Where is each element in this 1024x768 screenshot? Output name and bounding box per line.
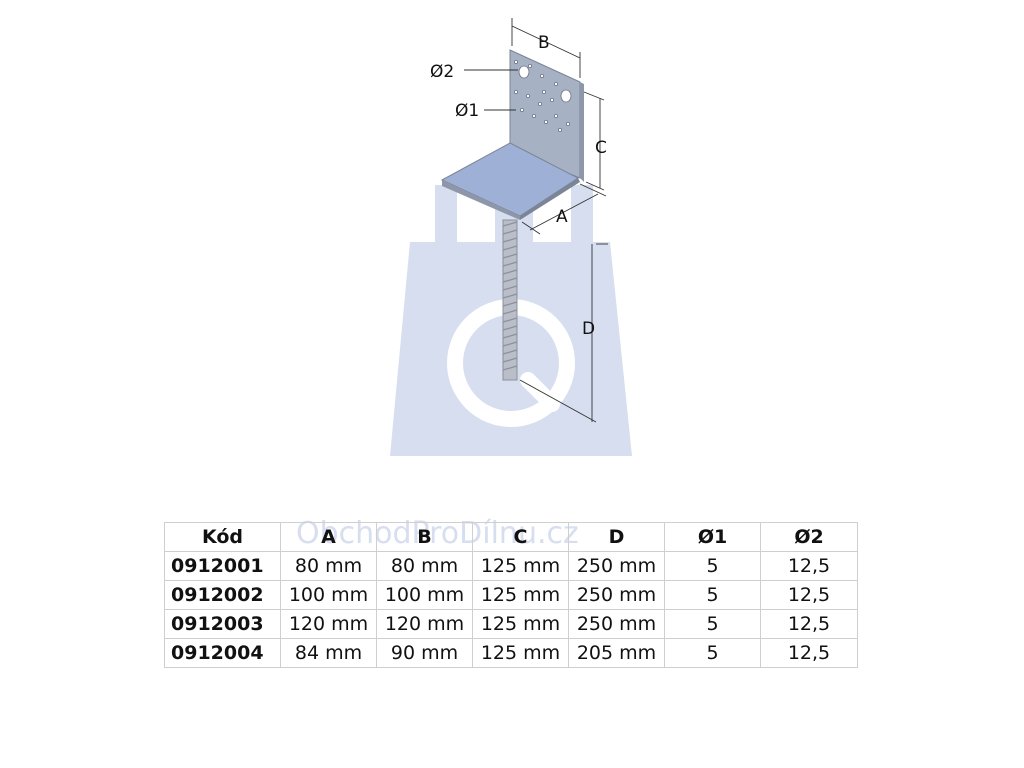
cell-d: 250 mm [568, 551, 665, 581]
cell-b: 100 mm [376, 580, 473, 610]
cell-d2: 12,5 [760, 609, 858, 639]
dimension-label-d2: Ø2 [430, 62, 454, 82]
cell-b: 120 mm [376, 609, 473, 639]
cell-d1: 5 [664, 638, 761, 668]
cell-c: 125 mm [472, 609, 569, 639]
table-row: 0912003 120 mm 120 mm 125 mm 250 mm 5 12… [164, 609, 858, 639]
cell-d1: 5 [664, 580, 761, 610]
header-b: B [376, 522, 473, 552]
table-row: 0912001 80 mm 80 mm 125 mm 250 mm 5 12,5 [164, 551, 858, 581]
cell-d1: 5 [664, 609, 761, 639]
cell-d2: 12,5 [760, 638, 858, 668]
cell-d: 205 mm [568, 638, 665, 668]
specification-table: Kód A B C D Ø1 Ø2 0912001 80 mm 80 mm 12… [164, 522, 858, 668]
cell-d2: 12,5 [760, 580, 858, 610]
dimension-lines [464, 18, 608, 423]
threaded-rod [502, 219, 518, 381]
cell-a: 84 mm [280, 638, 377, 668]
header-d1: Ø1 [664, 522, 761, 552]
cell-a: 120 mm [280, 609, 377, 639]
dimension-label-c: C [595, 138, 607, 158]
cell-a: 80 mm [280, 551, 377, 581]
table-row: 0912004 84 mm 90 mm 125 mm 205 mm 5 12,5 [164, 638, 858, 668]
cell-c: 125 mm [472, 638, 569, 668]
cell-d2: 12,5 [760, 551, 858, 581]
dimension-label-a: A [556, 207, 568, 227]
cell-kod: 0912003 [164, 609, 281, 639]
table-header-row: Kód A B C D Ø1 Ø2 [164, 522, 858, 552]
dimension-label-d: D [582, 319, 595, 339]
header-d: D [568, 522, 665, 552]
dimension-label-d1: Ø1 [455, 101, 479, 121]
header-c: C [472, 522, 569, 552]
table-row: 0912002 100 mm 100 mm 125 mm 250 mm 5 12… [164, 580, 858, 610]
header-kod: Kód [164, 522, 281, 552]
cell-d1: 5 [664, 551, 761, 581]
cell-d: 250 mm [568, 580, 665, 610]
header-d2: Ø2 [760, 522, 858, 552]
cell-a: 100 mm [280, 580, 377, 610]
vertical-plate [509, 49, 584, 182]
cell-c: 125 mm [472, 551, 569, 581]
cell-c: 125 mm [472, 580, 569, 610]
base-plate [440, 142, 580, 220]
cell-d: 250 mm [568, 609, 665, 639]
cell-kod: 0912004 [164, 638, 281, 668]
header-a: A [280, 522, 377, 552]
dimension-label-b: B [538, 33, 550, 53]
cell-kod: 0912001 [164, 551, 281, 581]
post-anchor-diagram: B Ø2 Ø1 C A D [390, 18, 632, 456]
cell-b: 80 mm [376, 551, 473, 581]
cell-b: 90 mm [376, 638, 473, 668]
cell-kod: 0912002 [164, 580, 281, 610]
